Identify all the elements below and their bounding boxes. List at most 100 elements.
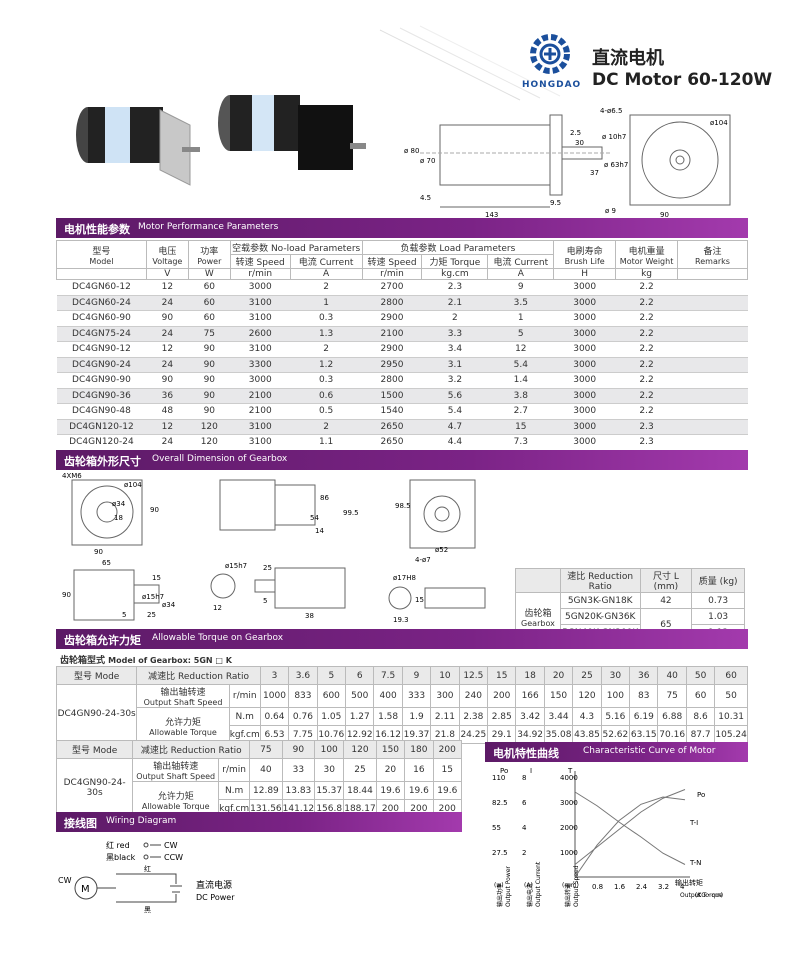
nm-cell: 0.64 — [259, 707, 290, 726]
ratio-cell: 3 — [259, 666, 290, 685]
table-cell: 2100 — [362, 326, 422, 342]
motor-photo — [70, 95, 200, 195]
svg-text:18: 18 — [114, 514, 123, 522]
table-cell: 5.4 — [487, 357, 554, 373]
kgf-cell: 87.7 — [685, 725, 716, 744]
section-title-cn: 电机特性曲线 — [493, 747, 559, 760]
table-cell: 2800 — [362, 372, 422, 389]
table-cell: 1 — [487, 310, 554, 327]
unit-life: H — [553, 268, 617, 280]
tick-label: 1000 — [560, 849, 578, 857]
table-cell: 1.4 — [487, 372, 554, 389]
table-cell: DC4GN90-90 — [56, 372, 147, 389]
header-load-current: 电流 Current — [487, 254, 555, 269]
ratio-cell: 90 — [281, 740, 316, 759]
speed-cell: 120 — [572, 684, 602, 708]
nm-cell: 2.85 — [487, 707, 517, 726]
dim-9: ø 9 — [605, 207, 616, 215]
speed-cell: 75 — [657, 684, 687, 708]
table-cell: 0.6 — [290, 388, 363, 404]
power-label-cn: 直流电源 — [196, 879, 232, 891]
table-cell: 3000 — [553, 372, 616, 389]
ratio-cell: 15 — [487, 666, 517, 685]
table-cell: 60 — [188, 310, 231, 327]
speed-cell: 1000 — [259, 684, 290, 708]
model-header: 型号 Mode — [55, 666, 138, 685]
gearbox-end-view: 98.5 ø52 4-ø7 — [395, 479, 476, 564]
table-cell: 2.3 — [615, 434, 678, 451]
svg-text:5: 5 — [122, 611, 126, 619]
table-cell: DC4GN120-24 — [56, 434, 147, 451]
table-cell: 3.4 — [421, 341, 488, 358]
header-load: 负载参数 Load Parameters — [361, 240, 555, 255]
svg-text:4-ø7: 4-ø7 — [415, 556, 431, 564]
table-cell: 48 — [146, 403, 189, 420]
ccw-label: CCW — [164, 853, 183, 862]
ratio-cell: 60 — [714, 666, 748, 685]
nm-unit: N.m — [218, 781, 251, 800]
table-cell: 1540 — [362, 403, 422, 420]
unit-cell — [56, 268, 147, 280]
header-load-torque: 力矩 Torque — [421, 254, 489, 269]
tick-label: 2 — [522, 849, 526, 857]
table-cell: 2950 — [362, 357, 422, 373]
svg-text:ø15h7: ø15h7 — [142, 593, 164, 601]
table-cell: 24 — [146, 326, 189, 342]
svg-text:98.5: 98.5 — [395, 502, 411, 510]
gb-row-mass: 1.03 — [691, 608, 745, 625]
section-band-curve: 电机特性曲线 Characteristic Curve of Motor — [485, 742, 748, 762]
speed-cell: 200 — [487, 684, 517, 708]
wire-black-label: 黑black — [106, 853, 136, 862]
nm-cell: 3.44 — [543, 707, 574, 726]
speed-cell: 600 — [316, 684, 347, 708]
table-cell: 90 — [146, 372, 189, 389]
speed-cell: 300 — [430, 684, 460, 708]
table-cell: DC4GN120-12 — [56, 419, 147, 435]
gearbox-front-view: 4XM6 ø104 ø34 18 90 90 — [62, 472, 159, 555]
nm-cell: 5.16 — [600, 707, 631, 726]
dim-9-5: 9.5 — [550, 199, 561, 207]
svg-text:5: 5 — [263, 597, 267, 605]
shaft-detail-view: ø15h7 12 25 5 38 — [210, 562, 346, 620]
table-cell: 2700 — [362, 279, 422, 296]
decorative-lines — [379, 25, 561, 101]
kgf-cell: 29.1 — [487, 725, 517, 744]
nm-cell: 3.42 — [515, 707, 545, 726]
speed-cell: 33 — [281, 758, 316, 782]
table-cell — [677, 419, 748, 435]
section-title-cn: 齿轮箱允许力矩 — [64, 634, 141, 647]
svg-text:ø104: ø104 — [124, 481, 142, 489]
table-cell: 2.2 — [615, 326, 678, 342]
table-cell: 2.2 — [615, 341, 678, 358]
unit-weight: kg — [615, 268, 679, 280]
table-cell: 90 — [188, 388, 231, 404]
terminal-red-label: 红 — [144, 864, 151, 873]
table-cell: 90 — [146, 310, 189, 327]
ratio-header: 减速比 Reduction Ratio — [132, 740, 251, 759]
table-cell: 2 — [290, 279, 363, 296]
section-title-en: Wiring Diagram — [106, 816, 177, 826]
table-cell: 2.2 — [615, 310, 678, 327]
axis-label-en: Output Power — [505, 866, 512, 907]
table-cell — [677, 295, 748, 311]
speed-cell: 30 — [314, 758, 345, 782]
table-cell: DC4GN60-90 — [56, 310, 147, 327]
tick-label: 8 — [522, 774, 526, 782]
speed-cell: 83 — [629, 684, 659, 708]
table-cell: 3000 — [553, 326, 616, 342]
ratio-cell: 150 — [375, 740, 406, 759]
nm-unit: N.m — [228, 707, 261, 726]
table-cell: 90 — [188, 372, 231, 389]
kgf-cell: 34.92 — [515, 725, 545, 744]
table-cell: 1.2 — [290, 357, 363, 373]
table-cell: 2.2 — [615, 403, 678, 420]
table-cell: 3000 — [230, 372, 291, 389]
axis-symbol: Po — [500, 767, 508, 775]
